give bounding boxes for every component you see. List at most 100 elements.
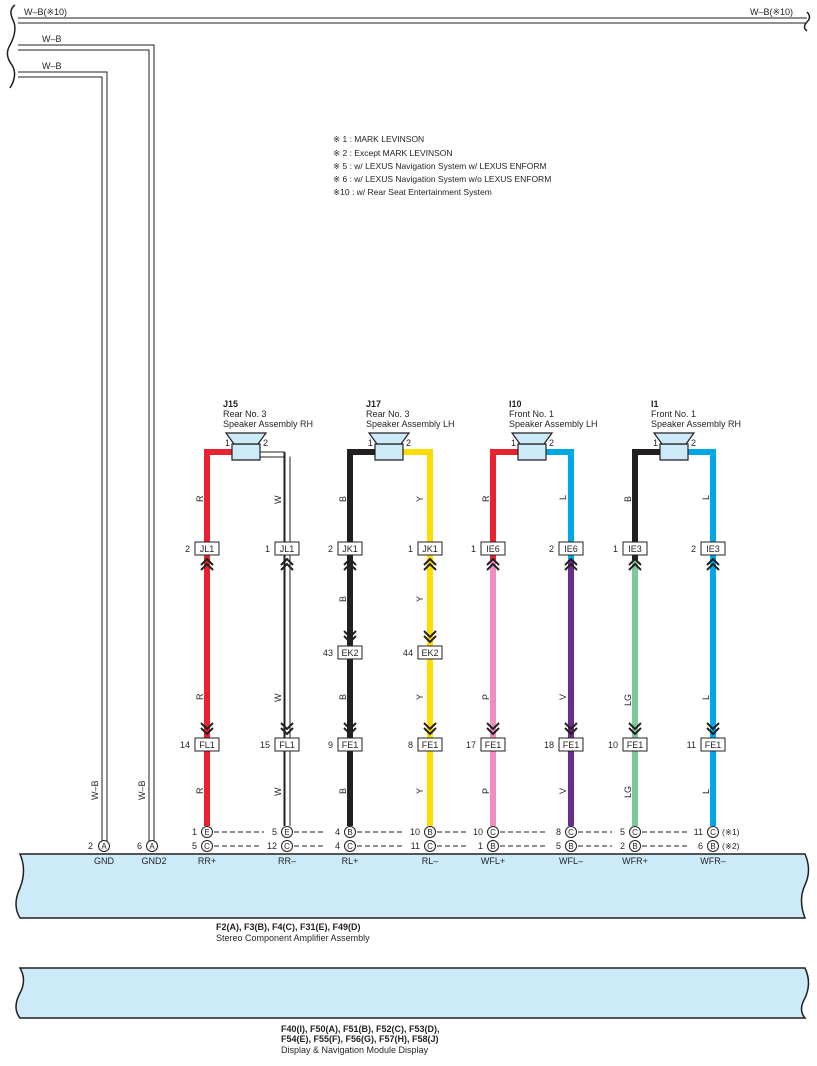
pin-number: 5 xyxy=(272,827,277,837)
wire-color-label: L xyxy=(701,495,711,500)
connector-letter: B xyxy=(490,842,495,851)
connector-pin: 2 xyxy=(185,544,190,554)
connector-pin: 15 xyxy=(260,740,270,750)
speaker-label-i1: I1 Front No. 1 Speaker Assembly RH xyxy=(651,399,741,429)
signal-label: RL+ xyxy=(342,856,359,866)
speaker-code: I1 xyxy=(651,399,659,409)
pin-number: 11 xyxy=(411,841,420,851)
note-line: ※ 6 : w/ LEXUS Navigation System w/o LEX… xyxy=(333,174,551,184)
top-wire-left-label: W–B(※10) xyxy=(24,7,67,17)
pin-number: 10 xyxy=(473,827,483,837)
ground-wire-label: W–B xyxy=(137,780,147,800)
signal-label: GND2 xyxy=(141,856,166,866)
connector-code: FE1 xyxy=(422,740,439,750)
pin-number: 6 xyxy=(698,841,703,851)
speaker-name: Rear No. 3 xyxy=(223,409,267,419)
wire-color-label: W xyxy=(273,495,283,504)
wire-color-label: B xyxy=(623,496,633,502)
pin-number: 4 xyxy=(335,827,340,837)
pin-number: 5 xyxy=(620,827,625,837)
variant-note: (※2) xyxy=(722,841,740,851)
speaker-pin: 2 xyxy=(549,438,554,448)
amplifier-body xyxy=(15,853,810,919)
signal-label: RR– xyxy=(278,856,296,866)
connector-pin: 1 xyxy=(613,544,618,554)
variant-note: (※1) xyxy=(722,827,740,837)
connector-pin: 18 xyxy=(544,740,554,750)
break-mark-left xyxy=(6,4,16,89)
display-body xyxy=(15,967,810,1019)
connector-code: IE6 xyxy=(486,544,500,554)
speaker-name: Rear No. 3 xyxy=(366,409,410,419)
connector-letter: A xyxy=(101,842,107,851)
pin-number: 1 xyxy=(192,827,197,837)
connector-letter: B xyxy=(632,842,637,851)
signal-label: WFL+ xyxy=(481,856,505,866)
wire-color-label: W xyxy=(273,693,283,702)
signal-label: GND xyxy=(94,856,115,866)
connector-code: JK1 xyxy=(342,544,358,554)
speaker-pin: 1 xyxy=(653,438,658,448)
signal-labels: GND GND2 RR+ RR– RL+ RL– WFL+ WFL– WFR+ … xyxy=(94,856,726,866)
pin-number: 12 xyxy=(267,841,277,851)
wire-color-label: R xyxy=(481,495,491,502)
pin-number: 5 xyxy=(192,841,197,851)
connector-letter: B xyxy=(347,828,352,837)
wire-rr-minus xyxy=(284,452,290,826)
connector-letter: C xyxy=(490,828,496,837)
wire-color-label: L xyxy=(558,495,568,500)
display-codes: F40(I), F50(A), F51(B), F52(C), F53(D), xyxy=(281,1024,440,1034)
wire-rr-plus xyxy=(204,449,233,826)
wire-color-label: V xyxy=(558,694,568,700)
wire-color-label: P xyxy=(481,788,491,794)
connector-pin: 9 xyxy=(328,740,333,750)
wire-color-label: LG xyxy=(623,694,633,706)
speaker-icon xyxy=(224,432,268,461)
amplifier-name: Stereo Component Amplifier Assembly xyxy=(216,933,370,943)
wire-wfr-minus xyxy=(687,449,716,826)
speaker-icon xyxy=(367,432,411,461)
note-line: ※10 : w/ Rear Seat Entertainment System xyxy=(333,187,492,197)
wire-wfr-plus-upper xyxy=(632,449,661,560)
wire-color-label: Y xyxy=(415,496,425,502)
wire-color-label: B xyxy=(338,596,348,602)
wire-rl-plus xyxy=(347,449,376,826)
connector-code: FL1 xyxy=(199,740,215,750)
speaker-label-j15: J15 Rear No. 3 Speaker Assembly RH xyxy=(223,399,313,429)
wire-color-label: Y xyxy=(415,788,425,794)
connector-letter: C xyxy=(568,828,574,837)
speaker-name: Speaker Assembly LH xyxy=(366,419,455,429)
connector-letter: C xyxy=(427,842,433,851)
pin-number: 11 xyxy=(694,827,703,837)
pin-number: 6 xyxy=(137,841,142,851)
connector-letter: E xyxy=(284,828,289,837)
speaker-label-i10: I10 Front No. 1 Speaker Assembly LH xyxy=(509,399,598,429)
speaker-icon xyxy=(510,432,554,461)
connector-pin: 2 xyxy=(328,544,333,554)
speaker-pin: 1 xyxy=(511,438,516,448)
speaker-icon xyxy=(652,432,696,461)
speaker-pin: 1 xyxy=(225,438,230,448)
connector-code: EK2 xyxy=(341,648,358,658)
pin-number: 4 xyxy=(335,841,340,851)
display-name: Display & Navigation Module Display xyxy=(281,1045,429,1055)
connector-letter: C xyxy=(284,842,290,851)
wire-color-label: W xyxy=(273,787,283,796)
speaker-pin: 2 xyxy=(691,438,696,448)
note-line: ※ 5 : w/ LEXUS Navigation System w/ LEXU… xyxy=(333,161,547,171)
signal-label: WFR– xyxy=(700,856,726,866)
amplifier-pins: A 2 A 6 E 1 C 5 E 5 C 12 B 4 C 4 B 10 C … xyxy=(88,826,740,852)
variant-dashed-lines xyxy=(214,831,688,847)
speaker-name: Front No. 1 xyxy=(509,409,554,419)
note-line: ※ 1 : MARK LEVINSON xyxy=(333,134,424,144)
connector-code: JL1 xyxy=(200,544,215,554)
connector-code: FE1 xyxy=(342,740,359,750)
connector-letter: C xyxy=(632,828,638,837)
connector-pin: 1 xyxy=(408,544,413,554)
wire-color-label: Y xyxy=(415,596,425,602)
connector-pin: 10 xyxy=(608,740,618,750)
wire-rl-minus xyxy=(401,449,433,826)
signal-label: WFL– xyxy=(559,856,583,866)
connector-pin: 11 xyxy=(687,740,696,750)
